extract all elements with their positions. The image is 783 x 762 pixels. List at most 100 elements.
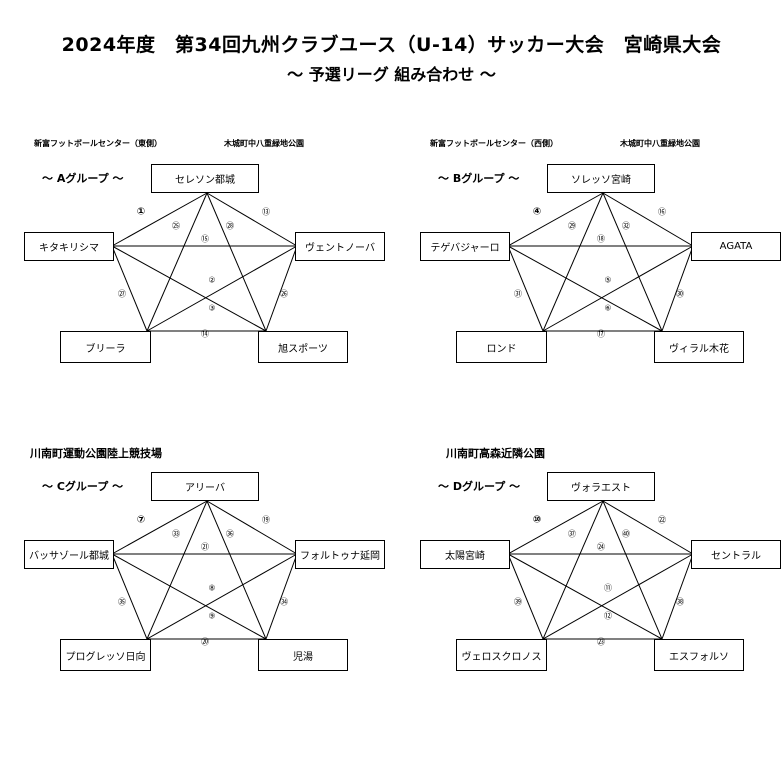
group-c: 川南町運動公園陸上競技場 ～ Cグループ ～ アリーバフォルトゥナ延岡児湯 プログレッ… <box>0 438 390 738</box>
team-box: 太陽宮崎 <box>420 540 510 569</box>
match-number: ㉝ <box>172 529 180 539</box>
group-b-label: ～ Bグループ ～ <box>438 172 520 185</box>
match-number: ⑩ <box>532 514 542 526</box>
team-box: ソレッソ宮崎 <box>547 164 655 193</box>
team-box: AGATA <box>691 232 781 261</box>
match-number: ⑥ <box>604 303 612 313</box>
match-line <box>111 245 267 332</box>
match-line <box>542 245 694 332</box>
team-box: キタキリシマ <box>24 232 114 261</box>
match-line <box>146 500 208 640</box>
team-box: プログレッソ日向 <box>60 639 151 671</box>
team-box: ヴィラル木花 <box>654 331 744 363</box>
match-number: ⑤ <box>604 275 612 285</box>
match-number: ㉞ <box>280 597 288 607</box>
team-box: ロンド <box>456 331 547 363</box>
match-number: ⑬ <box>262 207 270 217</box>
match-line <box>206 500 267 640</box>
match-line <box>661 553 694 640</box>
match-number: ㉜ <box>622 221 630 231</box>
group-a: 新富フットボールセンター（東側） 木城町中八重緑地公園 ～ Aグループ ～ セレソン都… <box>0 130 390 430</box>
group-b-venue-1: 新富フットボールセンター（西側） <box>430 139 558 148</box>
match-number: ㉚ <box>676 289 684 299</box>
match-line <box>146 192 208 332</box>
match-number: ㉔ <box>597 542 605 552</box>
group-a-venue-1: 新富フットボールセンター（東側） <box>34 139 162 148</box>
match-line <box>111 500 208 555</box>
match-number: ⑪ <box>604 583 612 593</box>
match-number: ㉗ <box>118 289 126 299</box>
match-line <box>507 553 663 640</box>
match-line <box>661 245 694 332</box>
group-c-label: ～ Cグループ ～ <box>42 480 124 493</box>
match-number: ⑱ <box>597 234 605 244</box>
match-line <box>111 553 267 640</box>
match-number: ㊳ <box>676 597 684 607</box>
group-b-venue-2: 木城町中八重緑地公園 <box>620 139 700 148</box>
match-number: ⑲ <box>262 515 270 525</box>
group-d-label: ～ Dグループ ～ <box>438 480 521 493</box>
match-number: ㉘ <box>226 221 234 231</box>
group-a-label: ～ Aグループ ～ <box>42 172 124 185</box>
match-number: ㉛ <box>514 289 522 299</box>
match-number: ㉖ <box>280 289 288 299</box>
group-c-venue: 川南町運動公園陸上競技場 <box>30 447 162 460</box>
match-number: ① <box>136 206 146 218</box>
match-line <box>146 245 298 332</box>
match-line <box>146 553 298 640</box>
match-number: ③ <box>208 303 216 313</box>
match-line <box>265 553 298 640</box>
match-number: ④ <box>532 206 542 218</box>
match-line <box>602 500 663 640</box>
group-b: 新富フットボールセンター（西側） 木城町中八重緑地公園 ～ Bグループ ～ ソレッソ宮… <box>396 130 783 430</box>
match-line <box>542 192 604 332</box>
group-d: 川南町高森近隣公園～ Dグループ ～ヴォラエストセントラルエスフォルソヴェロスク… <box>396 438 783 738</box>
match-line <box>111 553 148 640</box>
group-d-venue: 川南町高森近隣公園 <box>446 447 545 460</box>
match-line <box>206 192 298 247</box>
team-box: アリーバ <box>151 472 259 501</box>
match-number: ㊱ <box>226 529 234 539</box>
match-number: ② <box>208 275 216 285</box>
match-line <box>265 245 298 332</box>
team-box: 児湯 <box>258 639 348 671</box>
match-line <box>111 245 148 332</box>
match-number: ⑰ <box>597 329 605 339</box>
match-number: ㉙ <box>568 221 576 231</box>
group-d-match-lines <box>507 500 694 640</box>
match-line <box>542 500 604 640</box>
group-a-match-lines <box>111 192 298 332</box>
match-number: ㉑ <box>201 542 209 552</box>
match-line <box>507 245 663 332</box>
match-number: ㊵ <box>622 529 630 539</box>
team-box: ヴォラエスト <box>547 472 655 501</box>
match-number: ㊲ <box>568 529 576 539</box>
match-number: ⑭ <box>201 329 209 339</box>
match-line <box>542 553 694 640</box>
match-line <box>507 500 604 555</box>
match-line <box>507 553 544 640</box>
match-line <box>111 192 208 247</box>
match-line <box>602 192 694 247</box>
match-line <box>602 500 694 555</box>
match-number: ⑯ <box>658 207 666 217</box>
group-b-match-lines <box>507 192 694 332</box>
match-number: ㊴ <box>514 597 522 607</box>
team-box: フォルトゥナ延岡 <box>295 540 385 569</box>
match-line <box>206 500 298 555</box>
match-number: ⑫ <box>604 611 612 621</box>
match-number: ㉒ <box>658 515 666 525</box>
team-box: セレソン都城 <box>151 164 259 193</box>
match-number: ⑧ <box>208 583 216 593</box>
team-box: バッサゾール都城 <box>24 540 114 569</box>
group-c-match-lines <box>111 500 298 640</box>
team-box: セントラル <box>691 540 781 569</box>
match-number: ㉟ <box>118 597 126 607</box>
group-a-venue-2: 木城町中八重緑地公園 <box>224 139 304 148</box>
match-number: ⑮ <box>201 234 209 244</box>
page-subtitle: ～ 予選リーグ 組み合わせ ～ <box>287 65 496 84</box>
match-number: ㉓ <box>597 637 605 647</box>
team-box: ヴェントノーバ <box>295 232 385 261</box>
team-box: ブリーラ <box>60 331 151 363</box>
team-box: ヴェロスクロノス <box>456 639 547 671</box>
